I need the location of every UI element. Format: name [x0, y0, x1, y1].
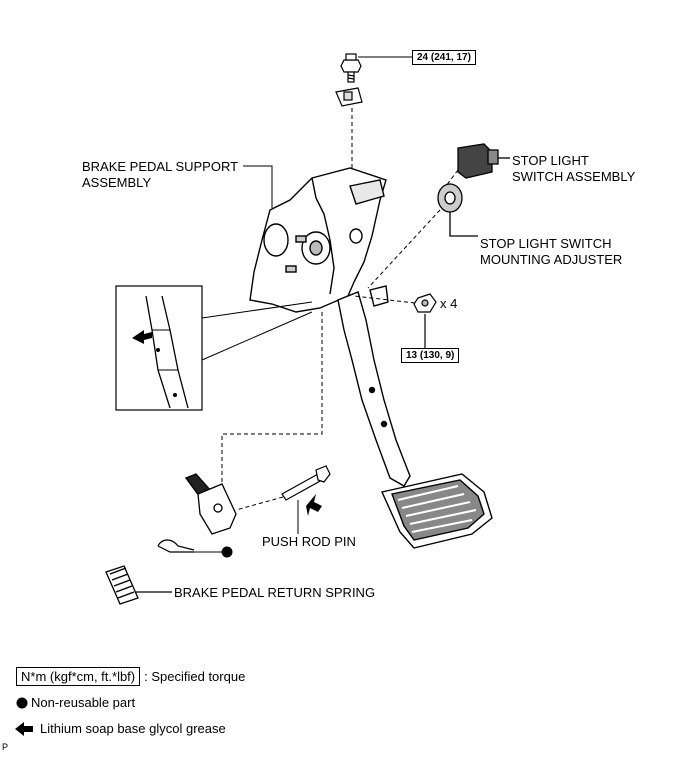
pedal-support-bracket	[249, 167, 389, 313]
label-push-rod-pin: PUSH ROD PIN	[262, 534, 356, 549]
legend-nonreusable: Non-reusable part	[31, 695, 135, 710]
torque-nuts: 13 (130, 9)	[401, 348, 460, 363]
label-stop-light-2: SWITCH ASSEMBLY	[512, 169, 636, 184]
top-bolt	[340, 53, 362, 83]
pedal-arm	[337, 291, 411, 487]
push-rod-clevis	[184, 473, 237, 535]
legend-grease-text: Lithium soap base glycol grease	[40, 721, 226, 736]
legend-grease-arrow-icon	[15, 722, 33, 736]
legend-nonreusable-text: Non-reusable part	[31, 695, 136, 710]
pedal-pad	[381, 473, 493, 549]
label-return-spring: BRAKE PEDAL RETURN SPRING	[174, 585, 376, 600]
legend-torque-text: : Specified torque	[144, 669, 246, 684]
label-nut-count: x 4	[440, 296, 458, 311]
clip-nut	[335, 87, 363, 107]
legend-grease: Lithium soap base glycol grease	[40, 721, 226, 736]
detail-inset	[115, 285, 203, 411]
page-mark: P	[2, 742, 9, 752]
label-adjuster-2: MOUNTING ADJUSTER	[480, 252, 623, 267]
label-brake-pedal-support-2: ASSEMBLY	[82, 175, 152, 190]
return-spring	[105, 565, 172, 605]
label-adjuster-1: STOP LIGHT SWITCH	[480, 236, 612, 251]
torque-top-bolt: 24 (241, 17)	[412, 50, 476, 65]
label-brake-pedal-support-1: BRAKE PEDAL SUPPORT	[82, 159, 239, 174]
label-stop-light-1: STOP LIGHT	[512, 153, 589, 168]
nonreusable-mark	[221, 546, 233, 558]
legend-torque-box: N*m (kgf*cm, ft.*lbf)	[16, 667, 141, 686]
clip	[157, 539, 195, 553]
legend-torque: N*m (kgf*cm, ft.*lbf) : Specified torque	[16, 667, 245, 686]
nut	[413, 293, 437, 348]
switch-adjuster	[437, 183, 478, 237]
legend-nonreusable-icon	[16, 697, 28, 709]
push-rod-pin	[281, 465, 331, 501]
stop-light-switch	[457, 143, 510, 179]
